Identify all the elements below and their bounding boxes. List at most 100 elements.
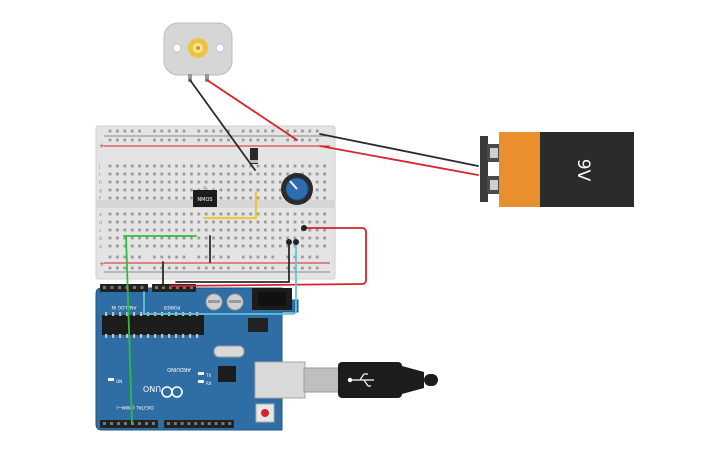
analog-pin[interactable] xyxy=(118,286,121,289)
breadboard-hole[interactable] xyxy=(153,196,156,200)
breadboard-hole[interactable] xyxy=(160,228,164,232)
rail-hole[interactable] xyxy=(308,138,312,142)
breadboard-hole[interactable] xyxy=(212,236,215,240)
rail-hole[interactable] xyxy=(286,266,289,270)
breadboard-hole[interactable] xyxy=(138,212,141,216)
rail-hole[interactable] xyxy=(315,266,319,270)
breadboard-hole[interactable] xyxy=(286,220,289,224)
rail-hole[interactable] xyxy=(108,255,112,259)
breadboard-hole[interactable] xyxy=(256,172,260,176)
rail-hole[interactable] xyxy=(286,129,289,133)
breadboard-hole[interactable] xyxy=(182,196,186,200)
power-pin[interactable] xyxy=(155,286,158,289)
rail-hole[interactable] xyxy=(286,138,289,142)
analog-pin[interactable] xyxy=(103,286,106,289)
breadboard-hole[interactable] xyxy=(123,188,127,192)
breadboard-hole[interactable] xyxy=(227,228,230,232)
breadboard-hole[interactable] xyxy=(197,220,201,224)
rail-hole[interactable] xyxy=(116,129,119,133)
rail-hole[interactable] xyxy=(153,129,156,133)
breadboard-hole[interactable] xyxy=(123,180,127,184)
breadboard-hole[interactable] xyxy=(323,236,326,240)
breadboard-hole[interactable] xyxy=(116,220,119,224)
breadboard-hole[interactable] xyxy=(212,180,215,184)
breadboard-hole[interactable] xyxy=(219,180,223,184)
breadboard-hole[interactable] xyxy=(190,164,193,168)
breadboard-hole[interactable] xyxy=(123,220,127,224)
rail-hole[interactable] xyxy=(123,129,127,133)
breadboard-hole[interactable] xyxy=(160,196,164,200)
digital-pin[interactable] xyxy=(103,422,106,425)
breadboard-holes[interactable] xyxy=(108,129,326,270)
breadboard-hole[interactable] xyxy=(182,212,186,216)
rail-hole[interactable] xyxy=(301,129,304,133)
breadboard-hole[interactable] xyxy=(197,180,201,184)
breadboard-hole[interactable] xyxy=(160,188,164,192)
rail-hole[interactable] xyxy=(308,129,312,133)
breadboard-hole[interactable] xyxy=(182,228,186,232)
breadboard-hole[interactable] xyxy=(190,236,193,240)
wire-endpoint[interactable] xyxy=(286,239,292,245)
usb-b-port[interactable] xyxy=(254,361,306,399)
rail-hole[interactable] xyxy=(241,255,245,259)
breadboard-hole[interactable] xyxy=(175,164,178,168)
breadboard-hole[interactable] xyxy=(219,228,223,232)
breadboard-hole[interactable] xyxy=(138,228,141,232)
digital-pin[interactable] xyxy=(145,422,148,425)
rail-hole[interactable] xyxy=(212,255,215,259)
rail-hole[interactable] xyxy=(256,266,260,270)
breadboard-hole[interactable] xyxy=(249,236,252,240)
breadboard-hole[interactable] xyxy=(278,188,282,192)
rail-hole[interactable] xyxy=(256,129,260,133)
rail-hole[interactable] xyxy=(197,129,201,133)
breadboard-hole[interactable] xyxy=(271,180,275,184)
breadboard-hole[interactable] xyxy=(108,188,112,192)
rail-hole[interactable] xyxy=(249,129,252,133)
breadboard-hole[interactable] xyxy=(234,164,238,168)
breadboard-hole[interactable] xyxy=(130,164,134,168)
breadboard-hole[interactable] xyxy=(249,220,252,224)
potentiometer[interactable] xyxy=(281,173,313,205)
breadboard-hole[interactable] xyxy=(138,196,141,200)
breadboard-hole[interactable] xyxy=(123,228,127,232)
breadboard-hole[interactable] xyxy=(190,220,193,224)
motor-to-rail-wire[interactable] xyxy=(206,79,298,141)
breadboard-hole[interactable] xyxy=(167,180,171,184)
breadboard-hole[interactable] xyxy=(219,172,223,176)
motor-to-diode-wire[interactable] xyxy=(189,79,256,171)
breadboard-hole[interactable] xyxy=(167,228,171,232)
breadboard-hole[interactable] xyxy=(323,172,326,176)
breadboard-hole[interactable] xyxy=(241,244,245,248)
breadboard-hole[interactable] xyxy=(249,164,252,168)
breadboard-hole[interactable] xyxy=(175,228,178,232)
breadboard-hole[interactable] xyxy=(256,196,260,200)
breadboard-hole[interactable] xyxy=(108,236,112,240)
rail-hole[interactable] xyxy=(138,138,141,142)
breadboard-hole[interactable] xyxy=(271,196,275,200)
rail-hole[interactable] xyxy=(241,129,245,133)
pot-gnd-wire[interactable] xyxy=(175,241,290,283)
analog-pin[interactable] xyxy=(140,286,144,289)
rail-hole[interactable] xyxy=(301,255,304,259)
breadboard-hole[interactable] xyxy=(108,212,112,216)
breadboard-hole[interactable] xyxy=(249,196,252,200)
breadboard-hole[interactable] xyxy=(182,172,186,176)
breadboard-hole[interactable] xyxy=(138,220,141,224)
rail-hole[interactable] xyxy=(256,255,260,259)
breadboard-hole[interactable] xyxy=(271,244,275,248)
breadboard-hole[interactable] xyxy=(153,180,156,184)
analog-pin[interactable] xyxy=(110,286,114,289)
rail-hole[interactable] xyxy=(249,266,252,270)
breadboard-hole[interactable] xyxy=(249,188,252,192)
breadboard-hole[interactable] xyxy=(278,228,282,232)
breadboard-hole[interactable] xyxy=(308,228,312,232)
breadboard-hole[interactable] xyxy=(323,188,326,192)
breadboard-hole[interactable] xyxy=(153,228,156,232)
wire-endpoint[interactable] xyxy=(301,225,307,231)
breadboard-hole[interactable] xyxy=(264,196,267,200)
rail-hole[interactable] xyxy=(123,138,127,142)
power-pin[interactable] xyxy=(176,286,179,289)
breadboard-hole[interactable] xyxy=(204,212,208,216)
breadboard-hole[interactable] xyxy=(160,180,164,184)
breadboard-hole[interactable] xyxy=(315,180,319,184)
